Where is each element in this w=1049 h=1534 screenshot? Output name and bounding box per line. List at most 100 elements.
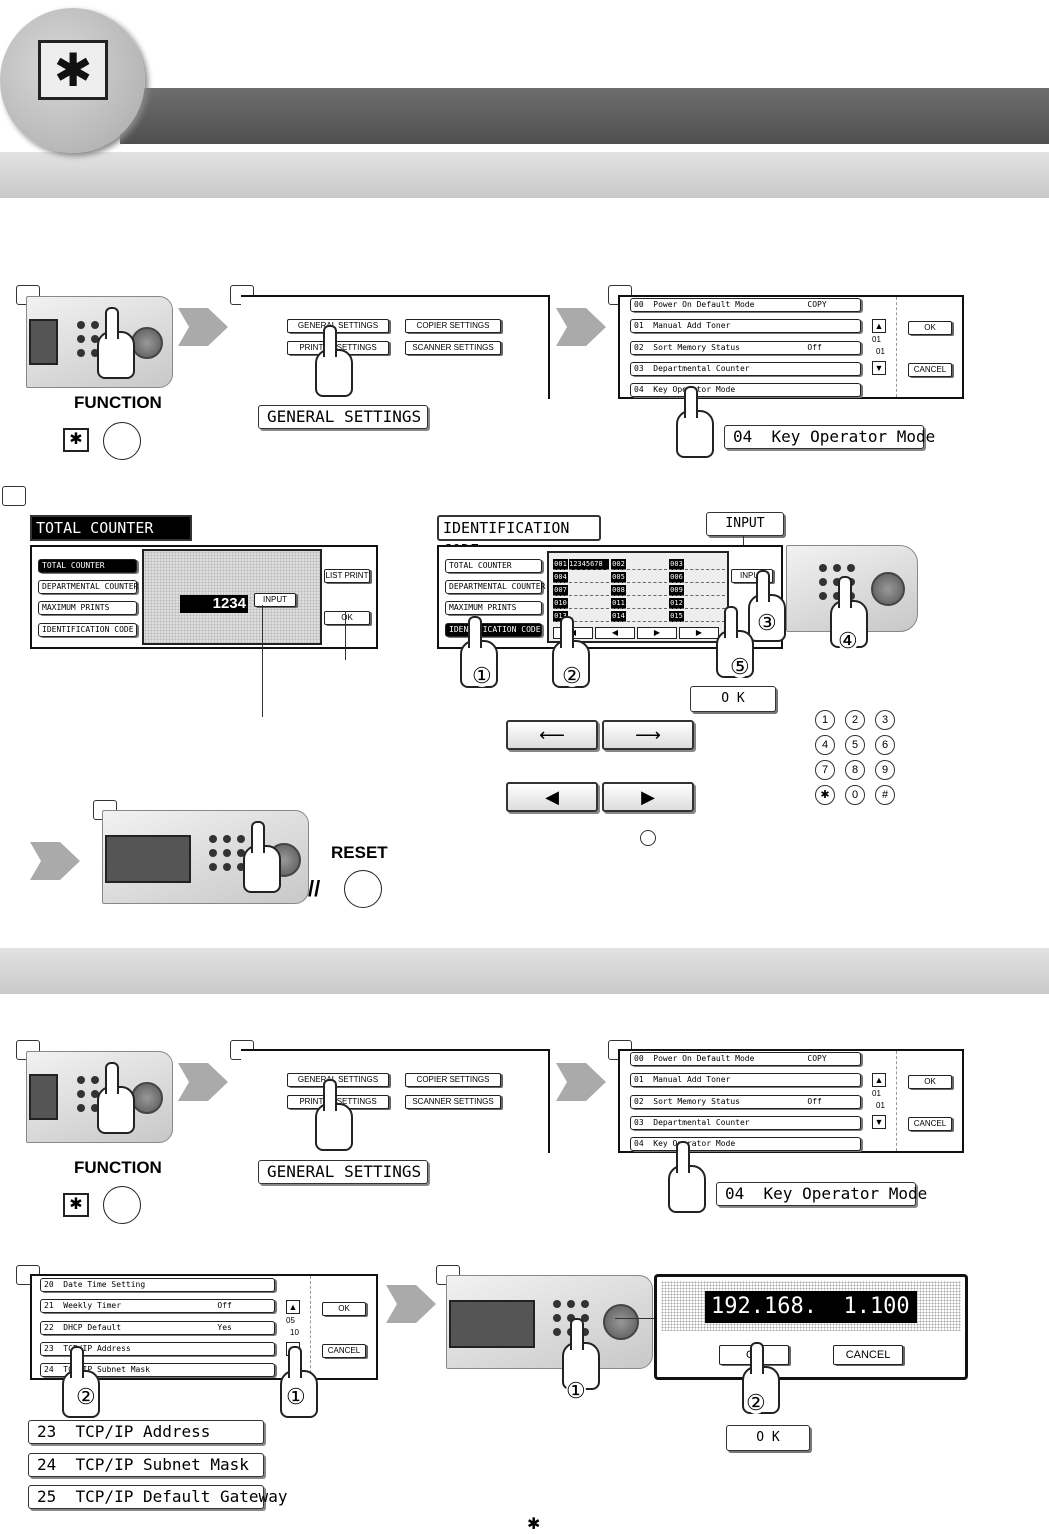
id-slot-number[interactable]: 004 (553, 572, 568, 583)
id-slot-number[interactable]: 001 (553, 559, 568, 570)
list-print-button[interactable]: LIST PRINT (324, 569, 370, 583)
scanner-settings-button[interactable]: SCANNER SETTINGS (405, 341, 501, 355)
keypad-key[interactable]: 5 (845, 735, 865, 755)
function-row[interactable]: 24 TCP/IP Subnet Mask (40, 1363, 275, 1377)
id-slot-number[interactable]: 015 (669, 611, 684, 622)
move-right-icon[interactable]: ⟶ (602, 720, 694, 750)
id-slot-number[interactable]: 003 (669, 559, 684, 570)
cancel-button[interactable]: CANCEL (322, 1344, 366, 1358)
menu-departmental-counter[interactable]: DEPARTMENTAL COUNTER (445, 580, 545, 594)
copier-settings-button[interactable]: COPIER SETTINGS (405, 1073, 501, 1087)
id-slot-number[interactable]: 011 (611, 598, 626, 609)
id-slot-code[interactable] (569, 598, 609, 609)
function-row[interactable]: 02 Sort Memory Status Off (630, 1095, 861, 1109)
keypad-key[interactable]: 9 (875, 760, 895, 780)
function-row[interactable]: 23 TCP/IP Address (40, 1342, 275, 1356)
keypad-key[interactable]: 4 (815, 735, 835, 755)
function-key[interactable] (103, 422, 141, 460)
function-row[interactable]: 04 Key Operator Mode (630, 383, 861, 397)
keypad-key[interactable]: 7 (815, 760, 835, 780)
copier-settings-button[interactable]: COPIER SETTINGS (405, 319, 501, 333)
scroll-up-icon[interactable]: ▲ (286, 1300, 300, 1314)
reset-key[interactable] (344, 870, 382, 908)
left-arrow-icon[interactable]: ◀ (595, 627, 635, 639)
id-slot-code[interactable] (685, 572, 725, 583)
ip-address-field[interactable]: 192.168. 1.100 (705, 1291, 917, 1323)
function-row[interactable]: 03 Departmental Counter (630, 362, 861, 376)
id-slot-code[interactable] (685, 559, 725, 570)
page-left-icon[interactable]: ◀ (506, 782, 598, 812)
ok-button[interactable]: OK (322, 1302, 366, 1316)
scroll-down-icon[interactable]: ▼ (872, 361, 886, 375)
id-slot-number[interactable]: 009 (669, 585, 684, 596)
function-row[interactable]: 00 Power On Default Mode COPY (630, 298, 861, 312)
general-settings-button[interactable]: GENERAL SETTINGS (287, 319, 389, 333)
function-row[interactable]: 01 Manual Add Toner (630, 319, 861, 333)
right-arrow-icon[interactable]: ▶ (637, 627, 677, 639)
id-slot-code[interactable] (685, 598, 725, 609)
keypad-key[interactable]: 3 (875, 710, 895, 730)
menu-maximum-prints[interactable]: MAXIMUM PRINTS (38, 601, 137, 615)
menu-total-counter[interactable]: TOTAL COUNTER (445, 559, 542, 573)
general-settings-button[interactable]: GENERAL SETTINGS (287, 1073, 389, 1087)
keypad-key[interactable]: 6 (875, 735, 895, 755)
move-left-icon[interactable]: ⟵ (506, 720, 598, 750)
keypad-key[interactable]: ✱ (815, 785, 835, 805)
function-row[interactable]: 20 Date Time Setting (40, 1278, 275, 1292)
id-slot-code[interactable] (569, 572, 609, 583)
scanner-settings-button[interactable]: SCANNER SETTINGS (405, 1095, 501, 1109)
id-slot-code[interactable]: 12345678 (569, 559, 609, 570)
id-slot-code[interactable] (569, 611, 609, 622)
menu-maximum-prints[interactable]: MAXIMUM PRINTS (445, 601, 542, 615)
function-key[interactable] (103, 1186, 141, 1224)
id-slot-code[interactable] (627, 559, 667, 570)
id-slot-number[interactable]: 014 (611, 611, 626, 622)
function-row[interactable]: 00 Power On Default Mode COPY (630, 1052, 861, 1066)
keypad-key[interactable]: 1 (815, 710, 835, 730)
input-button-callout[interactable]: INPUT (706, 512, 784, 536)
id-slot-number[interactable]: 008 (611, 585, 626, 596)
scroll-up-icon[interactable]: ▲ (872, 319, 886, 333)
keypad-key[interactable]: 0 (845, 785, 865, 805)
keypad-key[interactable]: 8 (845, 760, 865, 780)
id-slot-code[interactable] (627, 572, 667, 583)
scroll-down-icon[interactable]: ▼ (872, 1115, 886, 1129)
cancel-button[interactable]: CANCEL (908, 1117, 952, 1131)
menu-identification-code[interactable]: IDENTIFICATION CODE (38, 623, 137, 637)
id-slot-code[interactable] (627, 598, 667, 609)
keypad-key[interactable]: 2 (845, 710, 865, 730)
id-slot-number[interactable]: 010 (553, 598, 568, 609)
start-button[interactable] (131, 327, 163, 359)
menu-total-counter[interactable]: TOTAL COUNTER (38, 559, 137, 573)
id-slot-code[interactable] (627, 585, 667, 596)
function-row[interactable]: 22 DHCP Default Yes (40, 1321, 275, 1335)
menu-identification-code[interactable]: IDENTIFICATION CODE (445, 623, 542, 637)
ok-button[interactable]: OK (908, 321, 952, 335)
input-button[interactable]: INPUT (254, 593, 296, 607)
id-slot-number[interactable]: 007 (553, 585, 568, 596)
id-slot-number[interactable]: 005 (611, 572, 626, 583)
start-button[interactable] (871, 572, 905, 606)
id-slot-code[interactable] (627, 611, 667, 622)
scroll-up-icon[interactable]: ▲ (872, 1073, 886, 1087)
id-slot-code[interactable] (569, 585, 609, 596)
cancel-button[interactable]: CANCEL (833, 1345, 903, 1365)
ok-button-callout[interactable]: O K (690, 686, 776, 712)
function-row[interactable]: 01 Manual Add Toner (630, 1073, 861, 1087)
forward-arrow-icon[interactable]: ▶ (679, 627, 719, 639)
function-row[interactable]: 03 Departmental Counter (630, 1116, 861, 1130)
id-slot-number[interactable]: 006 (669, 572, 684, 583)
ok-button[interactable]: OK (908, 1075, 952, 1089)
start-button[interactable] (131, 1082, 163, 1114)
ok-button[interactable]: OK (324, 611, 370, 625)
id-slot-code[interactable] (685, 611, 725, 622)
function-row[interactable]: 21 Weekly Timer Off (40, 1299, 275, 1313)
ok-button-callout[interactable]: O K (726, 1425, 810, 1451)
start-button[interactable] (603, 1304, 639, 1340)
page-right-icon[interactable]: ▶ (602, 782, 694, 812)
cancel-button[interactable]: CANCEL (908, 363, 952, 377)
keypad-key[interactable]: # (875, 785, 895, 805)
function-row[interactable]: 02 Sort Memory Status Off (630, 341, 861, 355)
id-slot-number[interactable]: 012 (669, 598, 684, 609)
menu-departmental-counter[interactable]: DEPARTMENTAL COUNTER (38, 580, 138, 594)
